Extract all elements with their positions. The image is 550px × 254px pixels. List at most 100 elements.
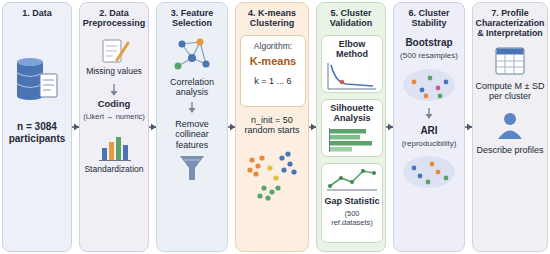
text-slot: Correlation analysis [159, 77, 225, 98]
step-panel: 4. K-means Clustering n_init = 50 random … [235, 2, 309, 252]
text-slot: 4. K-means Clustering [238, 8, 306, 29]
arrow-head [467, 124, 472, 131]
step-panel: 6. Cluster StabilityBootstrap (500 resamp… [393, 2, 465, 252]
step-label: Describe profiles [475, 145, 545, 155]
step-label: ARI [396, 125, 462, 137]
step-panel: 2. Data PreprocessingMissing valuesCodin… [79, 2, 149, 252]
step-label: n_init = 50 random starts [238, 115, 306, 136]
arrow-head [230, 124, 235, 131]
text-slot: (500 ref.datasets) [324, 210, 380, 227]
text-slot: Silhouette Analysis [324, 103, 380, 124]
table-icon [496, 48, 524, 74]
panel-heading: 6. Cluster Stability [396, 8, 462, 29]
text-slot: (500 resamples) [396, 51, 462, 60]
panel-heading: 5. Cluster Validation [319, 8, 383, 29]
text-slot: Compute M ± SD per cluster [475, 81, 545, 102]
text-slot: Elbow Method [324, 39, 380, 60]
text-slot: 1. Data [5, 8, 69, 18]
step-note: (500 resamples) [396, 51, 462, 60]
text-slot: (reproducibility) [396, 139, 462, 148]
step-panel: 3. Feature SelectionCorrelation analysis… [156, 2, 228, 252]
text-slot: 2. Data Preprocessing [82, 8, 146, 29]
text-slot: ARI [396, 125, 462, 137]
text-slot: Remove collinear features [159, 119, 225, 150]
text-slot: Standardization [82, 165, 146, 175]
connector-line [149, 126, 156, 128]
funnel-icon [180, 156, 204, 180]
person-icon [498, 113, 522, 139]
step-label: Remove collinear features [159, 119, 225, 150]
method-box: Gap Statistic (500 ref.datasets) [321, 163, 383, 243]
edit-icon [103, 40, 128, 62]
connector-line [465, 126, 472, 128]
method-label: Elbow Method [324, 39, 380, 60]
step-panel: 1. Data n = 3084 participants [2, 2, 72, 252]
step-label: Coding [82, 99, 146, 110]
down-arrow [426, 108, 433, 119]
method-label: Gap Statistic [324, 196, 380, 206]
method-box: Silhouette Analysis [321, 99, 383, 157]
method-box: Elbow Method [321, 35, 383, 93]
text-slot: Missing values [82, 67, 146, 77]
text-slot: n = 3084 participants [5, 121, 69, 144]
panel-heading: 3. Feature Selection [159, 8, 225, 29]
step-note: Algorithm: [243, 42, 303, 52]
step-note: (500 ref.datasets) [324, 210, 380, 227]
algorithm-name: K-means [243, 55, 303, 68]
elbow-chart [328, 63, 376, 89]
bar-chart-icon [99, 137, 131, 161]
gap-statistic-icon [327, 169, 377, 190]
connector-line [386, 126, 393, 128]
panel-heading: 1. Data [5, 8, 69, 18]
down-arrow [111, 84, 118, 96]
text-slot: n_init = 50 random starts [238, 115, 306, 136]
text-slot: 6. Cluster Stability [396, 8, 462, 29]
connector-line [228, 126, 235, 128]
scatter-clusters [247, 151, 296, 200]
step-label: Missing values [82, 67, 146, 77]
step-note: (Likert → numeric) [82, 113, 146, 122]
network-icon [175, 39, 210, 70]
connector-line [309, 126, 316, 128]
arrow-head [74, 124, 79, 131]
silhouette-bars [330, 128, 373, 152]
text-slot: Bootstrap [396, 37, 462, 49]
panel-heading: 7. Profile Characterization & Interpreta… [475, 8, 545, 38]
step-label: Correlation analysis [159, 77, 225, 98]
panel-heading: 4. K-means Clustering [238, 8, 306, 29]
arrow-head [151, 124, 156, 131]
text-slot: 5. Cluster Validation [319, 8, 383, 29]
step-note: (reproducibility) [396, 139, 462, 148]
algorithm-box: Algorithm: K-means k = 1 ... 6 [240, 35, 306, 107]
step-label: Compute M ± SD per cluster [475, 81, 545, 102]
text-slot: 7. Profile Characterization & Interpreta… [475, 8, 545, 38]
step-panel: 5. Cluster ValidationElbow MethodSilhoue… [316, 2, 386, 252]
text-slot: Gap Statistic [324, 196, 380, 206]
flow-arrow [465, 124, 472, 131]
text-slot: Algorithm: [243, 42, 303, 52]
arrow-head [311, 124, 316, 131]
text-slot: (Likert → numeric) [82, 113, 146, 122]
panel-heading: 2. Data Preprocessing [82, 8, 146, 29]
connector-line [72, 126, 79, 128]
parameter-label: k = 1 ... 6 [243, 76, 303, 86]
down-arrow [189, 102, 196, 113]
method-label: Silhouette Analysis [324, 103, 380, 124]
text-slot: K-means [243, 55, 303, 68]
step-label: Standardization [82, 165, 146, 175]
flow-arrow [72, 124, 79, 131]
flow-arrow [149, 124, 156, 131]
flow-arrow [386, 124, 393, 131]
step-panel: 7. Profile Characterization & Interpreta… [472, 2, 548, 252]
database-icon [17, 58, 57, 100]
sample-size: n = 3084 participants [5, 121, 69, 144]
step-label: Bootstrap [396, 37, 462, 49]
flow-arrow [228, 124, 235, 131]
text-slot: 3. Feature Selection [159, 8, 225, 29]
text-slot: Describe profiles [475, 145, 545, 155]
bootstrap-cloud [403, 69, 455, 101]
flow-arrow [309, 124, 316, 131]
ari-cloud [403, 156, 455, 188]
text-slot: k = 1 ... 6 [243, 76, 303, 86]
